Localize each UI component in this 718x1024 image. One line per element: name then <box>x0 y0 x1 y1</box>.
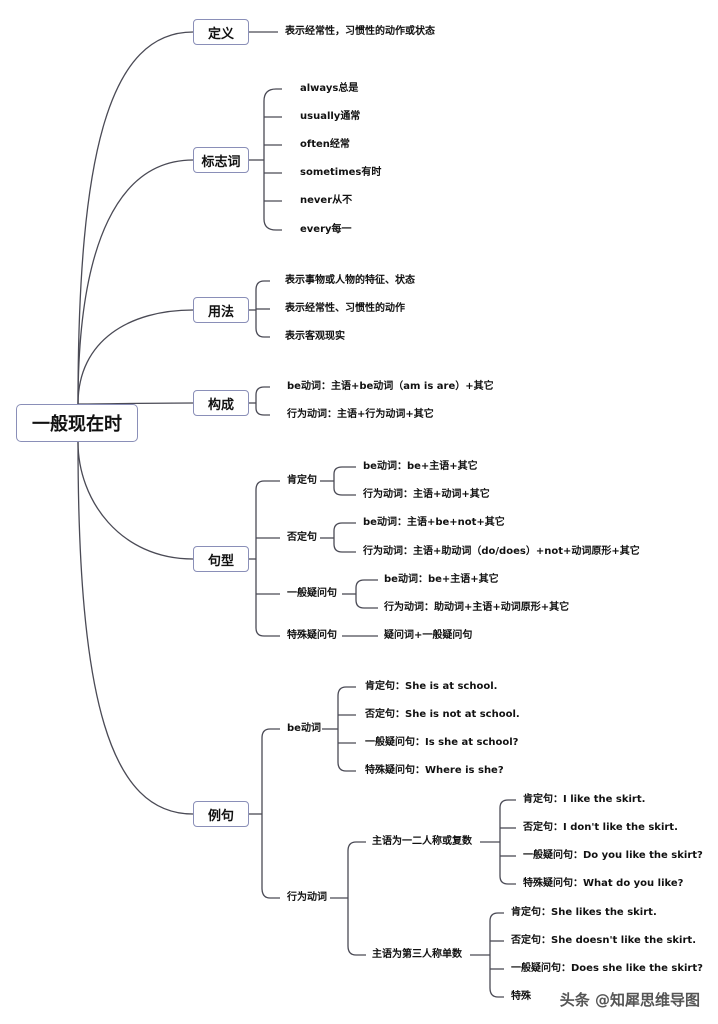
example-first-second-person[interactable]: 主语为一二人称或复数 <box>372 836 472 847</box>
example-item: 特殊疑问句：What do you like? <box>523 878 684 889</box>
pattern-item: be动词：be+主语+其它 <box>363 461 478 472</box>
usage-item: 表示客观现实 <box>285 331 345 342</box>
category-usage[interactable]: 用法 <box>193 297 249 323</box>
keyword-item: every每一 <box>300 224 352 235</box>
example-item: 特殊 <box>511 991 531 1002</box>
structure-item: 行为动词：主语+行为动词+其它 <box>287 409 434 420</box>
example-action-verb[interactable]: 行为动词 <box>287 892 327 903</box>
keyword-item: often经常 <box>300 139 350 150</box>
example-item: 肯定句：I like the skirt. <box>523 794 646 805</box>
pattern-special-question[interactable]: 特殊疑问句 <box>287 630 337 641</box>
pattern-item: 行为动词：主语+助动词（do/does）+not+动词原形+其它 <box>363 546 640 557</box>
keyword-item: always总是 <box>300 83 359 94</box>
example-item: 特殊疑问句：Where is she? <box>365 765 504 776</box>
category-examples[interactable]: 例句 <box>193 801 249 827</box>
pattern-item: 疑问词+一般疑问句 <box>384 630 473 641</box>
example-be-verb[interactable]: be动词 <box>287 723 321 734</box>
example-third-person[interactable]: 主语为第三人称单数 <box>372 949 462 960</box>
example-item: 一般疑问句：Do you like the skirt? <box>523 850 703 861</box>
category-structure[interactable]: 构成 <box>193 390 249 416</box>
usage-item: 表示事物或人物的特征、状态 <box>285 275 415 286</box>
category-patterns[interactable]: 句型 <box>193 546 249 572</box>
example-item: 否定句：I don't like the skirt. <box>523 822 678 833</box>
example-item: 否定句：She is not at school. <box>365 709 520 720</box>
category-keywords[interactable]: 标志词 <box>193 147 249 173</box>
pattern-item: be动词：be+主语+其它 <box>384 574 499 585</box>
category-definition[interactable]: 定义 <box>193 19 249 45</box>
definition-text: 表示经常性，习惯性的动作或状态 <box>285 26 435 37</box>
pattern-item: be动词：主语+be+not+其它 <box>363 517 505 528</box>
root-node[interactable]: 一般现在时 <box>16 404 138 442</box>
usage-item: 表示经常性、习惯性的动作 <box>285 303 405 314</box>
pattern-affirmative[interactable]: 肯定句 <box>287 475 317 486</box>
pattern-item: 行为动词：助动词+主语+动词原形+其它 <box>384 602 570 613</box>
pattern-item: 行为动词：主语+动词+其它 <box>363 489 490 500</box>
pattern-negative[interactable]: 否定句 <box>287 532 317 543</box>
example-item: 肯定句：She likes the skirt. <box>511 907 657 918</box>
keyword-item: never从不 <box>300 195 353 206</box>
example-item: 一般疑问句：Does she like the skirt? <box>511 963 703 974</box>
pattern-general-question[interactable]: 一般疑问句 <box>287 588 337 599</box>
example-item: 一般疑问句：Is she at school? <box>365 737 519 748</box>
watermark: 头条 @知犀思维导图 <box>555 989 704 1010</box>
example-item: 否定句：She doesn't like the skirt. <box>511 935 696 946</box>
structure-item: be动词：主语+be动词（am is are）+其它 <box>287 381 494 392</box>
keyword-item: usually通常 <box>300 111 361 122</box>
keyword-item: sometimes有时 <box>300 167 382 178</box>
example-item: 肯定句：She is at school. <box>365 681 498 692</box>
